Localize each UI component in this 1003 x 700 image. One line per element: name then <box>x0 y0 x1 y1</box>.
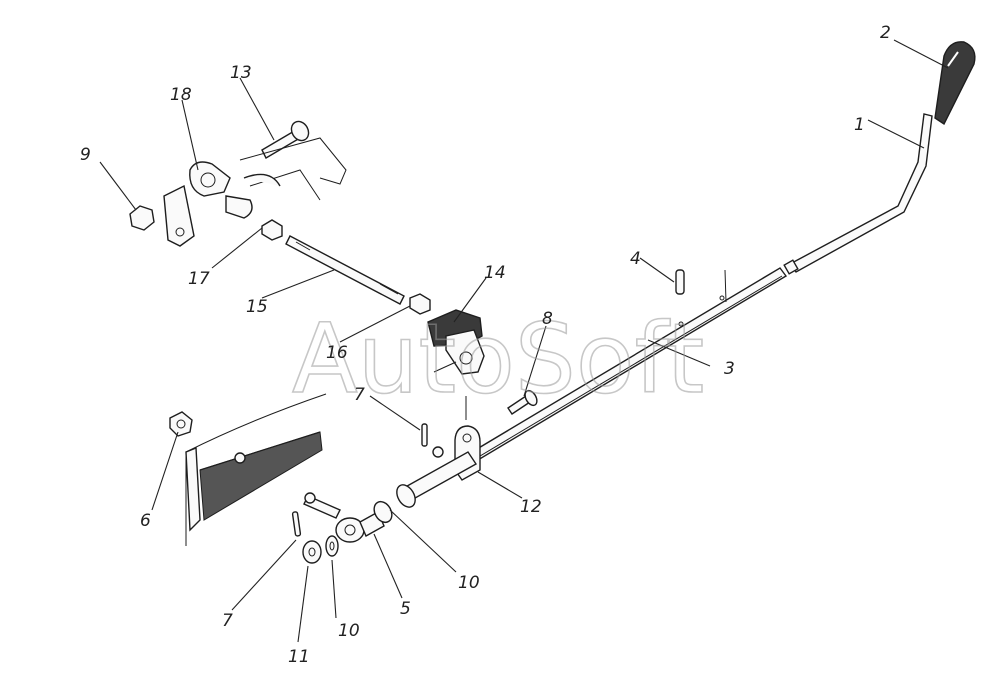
selector-lever <box>427 309 485 375</box>
callout-3: 3 <box>724 359 735 379</box>
washer-spring <box>325 535 339 557</box>
callout-16: 16 <box>326 343 348 363</box>
bolt <box>507 389 538 415</box>
tube <box>396 451 478 508</box>
callout-1: 1 <box>854 115 865 135</box>
nut-6 <box>169 411 193 437</box>
cotter-pin-upper <box>421 423 444 458</box>
callout-18: 18 <box>170 85 192 105</box>
callout-10-right: 10 <box>458 573 480 593</box>
watermark: AutoSoft <box>292 303 704 415</box>
callout-12: 12 <box>520 497 542 517</box>
pin <box>675 269 685 295</box>
plate <box>163 184 195 247</box>
callout-4: 4 <box>630 249 641 269</box>
washer-flat <box>302 540 322 564</box>
lever-knob <box>934 41 976 126</box>
callout-5: 5 <box>400 599 411 619</box>
callout-7-upper: 7 <box>354 385 365 405</box>
nut-17 <box>261 219 283 241</box>
cotter-pin-lower <box>291 511 302 537</box>
callout-15: 15 <box>246 297 268 317</box>
callout-14: 14 <box>484 263 506 283</box>
callout-17: 17 <box>188 269 210 289</box>
threaded-rod <box>285 235 405 305</box>
ball-stud <box>303 492 341 519</box>
callout-2: 2 <box>880 23 891 43</box>
floor-panel <box>185 393 327 546</box>
nut-9 <box>129 205 155 231</box>
nut-16 <box>409 293 431 315</box>
callout-6: 6 <box>140 511 151 531</box>
rod-end <box>335 500 393 543</box>
callout-9: 9 <box>80 145 91 165</box>
pivot-bracket <box>189 137 347 219</box>
shift-lever <box>783 113 933 275</box>
callout-8: 8 <box>542 309 553 329</box>
leader-lines <box>99 39 949 643</box>
callout-10-lower: 10 <box>338 621 360 641</box>
callout-7-lower: 7 <box>222 611 233 631</box>
callout-13: 13 <box>230 63 252 83</box>
callout-11: 11 <box>288 647 310 667</box>
